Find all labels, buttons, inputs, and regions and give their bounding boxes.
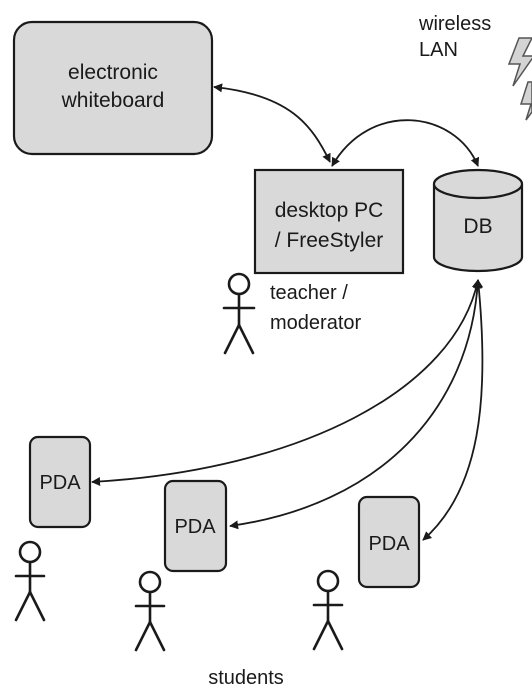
students-label: students [208,667,284,687]
student-figure-icon-2 [134,570,166,652]
teacher-label-line2: moderator [270,312,361,334]
desktop-node: desktop PC / FreeStyler [253,168,405,275]
pda-node-3: PDA [357,495,421,589]
pda-box-1 [28,435,92,529]
pda-label-3: PDA [368,533,410,555]
db-pda3-connector [422,279,484,541]
pda-box-3 [357,495,421,589]
desktop-label-line2: / FreeStyler [275,229,384,252]
whiteboard-desktop-connector [213,83,331,163]
pda-label-1: PDA [39,472,81,494]
db-cylinder-body [432,184,524,273]
db-node: DB [432,168,524,273]
whiteboard-box [12,20,214,156]
pda-node-2: PDA [163,479,228,573]
student-figure-icon-1 [14,540,46,622]
wireless-label-line2: LAN [419,39,458,61]
teacher-label-line1: teacher / [270,282,348,304]
wireless-label-line1: wireless [418,13,491,35]
whiteboard-label-line2: whiteboard [61,89,165,112]
pda-label-2: PDA [174,516,216,538]
pda-box-2 [163,479,228,573]
db-cylinder-top [432,168,524,200]
whiteboard-node: electronic whiteboard [12,20,214,156]
desktop-box [253,168,405,275]
desktop-db-connector [331,119,480,167]
desktop-label-line1: desktop PC [275,199,384,222]
lightning-bolt-icon [507,37,532,121]
db-pda1-connector [91,279,481,487]
teacher-figure-icon [222,272,256,355]
student-figure-icon-3 [312,569,344,651]
whiteboard-label-line1: electronic [68,61,158,84]
db-label: DB [463,215,492,238]
pda-node-1: PDA [28,435,92,529]
